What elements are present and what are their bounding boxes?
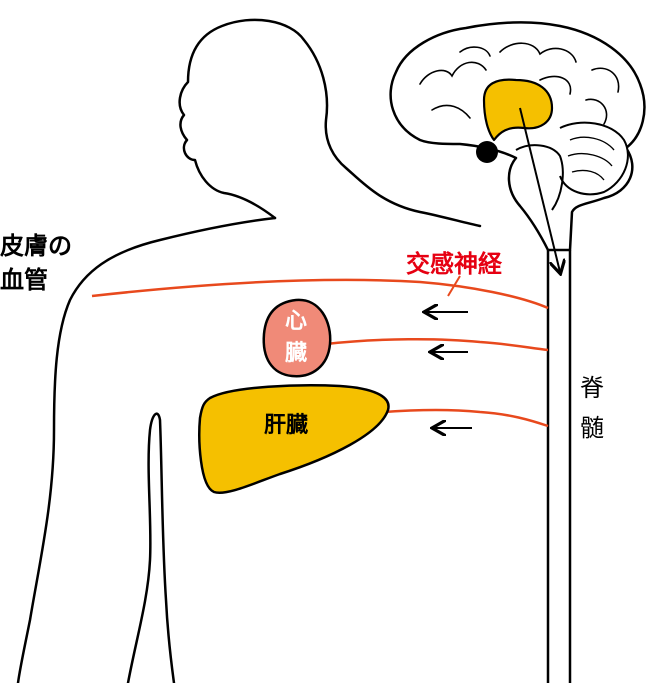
sympathetic-nerve-label: 交感神経	[406, 250, 503, 278]
brain-gyri	[419, 42, 620, 125]
brain	[389, 21, 646, 252]
body-outline	[178, 18, 482, 228]
heart-label-line1: 心	[285, 309, 307, 334]
heart-label-line2: 臓	[285, 341, 307, 366]
spinal-cord-label-line2: 髄	[580, 414, 604, 442]
down-arrow-icon	[519, 107, 560, 272]
cerebellum-outline	[559, 121, 629, 196]
heart	[262, 298, 332, 378]
liver	[198, 384, 390, 495]
skin-vessel-label-line2: 血管	[0, 266, 48, 294]
body-underarm	[126, 412, 176, 683]
hypothalamus-region	[482, 78, 554, 142]
liver-label: 肝臓	[264, 413, 308, 438]
nerve-line-skin	[91, 278, 549, 310]
body-left-shoulder	[16, 216, 277, 683]
spinal-cord-label-line1: 脊	[580, 374, 604, 402]
cerebellum-folds	[567, 136, 615, 181]
nerve-line-heart	[325, 337, 549, 352]
hypothalamus-dot-icon	[476, 141, 498, 163]
skin-vessel-label-line1: 皮膚の	[0, 232, 72, 260]
nerve-label-leader	[447, 275, 461, 297]
